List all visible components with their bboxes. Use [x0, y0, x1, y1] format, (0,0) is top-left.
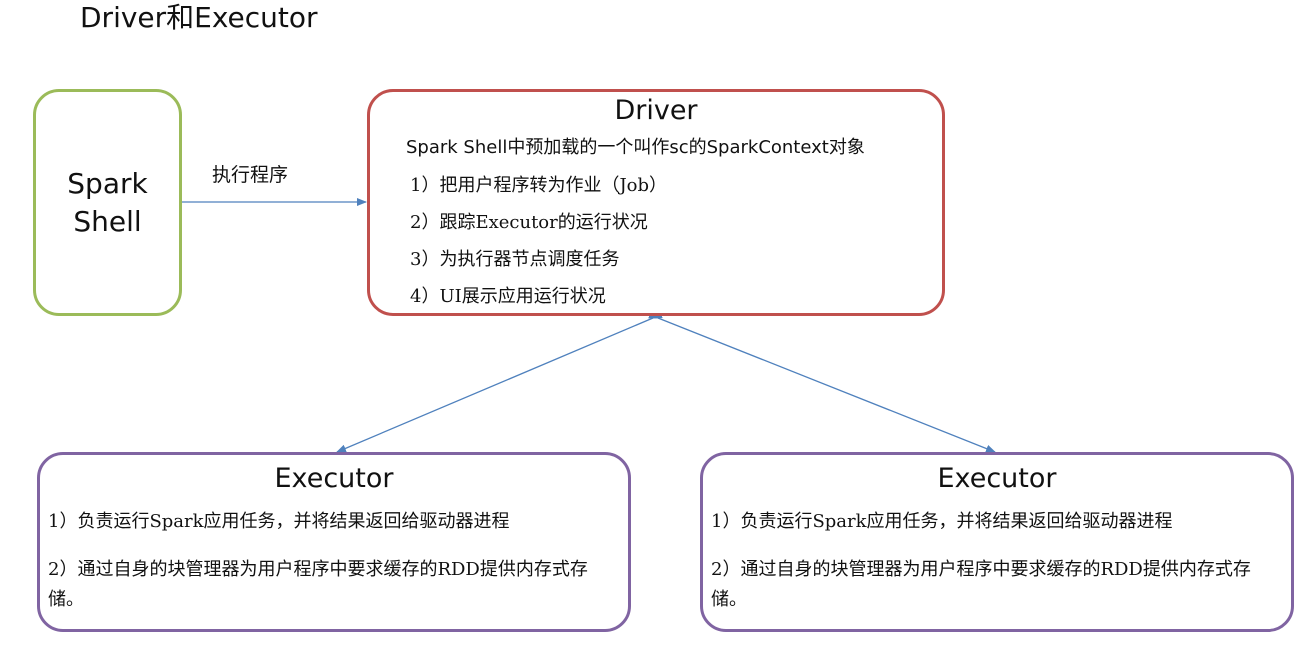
executor-item: 2）通过自身的块管理器为用户程序中要求缓存的RDD提供内存式存储。 [711, 559, 1251, 610]
driver-subtitle: Spark Shell中预加载的一个叫作sc的SparkContext对象 [406, 137, 865, 158]
executor-item: 1）负责运行Spark应用任务，并将结果返回给驱动器进程 [711, 511, 1173, 532]
arrow-label-execute: 执行程序 [212, 164, 289, 186]
executor-responsibilities: 1）负责运行Spark应用任务，并将结果返回给驱动器进程 2）通过自身的块管理器… [48, 507, 608, 633]
executor-title: Executor [274, 463, 394, 494]
driver-item: 2）跟踪Executor的运行状况 [410, 212, 648, 233]
driver-item: 1）把用户程序转为作业（Job） [410, 175, 668, 196]
driver-box: Driver Spark Shell中预加载的一个叫作sc的SparkConte… [367, 89, 945, 316]
page-title: Driver和Executor [80, 1, 318, 34]
executor-item: 2）通过自身的块管理器为用户程序中要求缓存的RDD提供内存式存储。 [48, 559, 588, 610]
spark-shell-box: Spark Shell [33, 89, 182, 316]
driver-item: 3）为执行器节点调度任务 [410, 249, 620, 270]
executor-responsibilities: 1）负责运行Spark应用任务，并将结果返回给驱动器进程 2）通过自身的块管理器… [711, 507, 1271, 633]
driver-responsibilities: 1）把用户程序转为作业（Job） 2）跟踪Executor的运行状况 3）为执行… [410, 173, 667, 321]
driver-item: 4）UI展示应用运行状况 [410, 286, 606, 307]
executor-title: Executor [937, 463, 1057, 494]
arrow-driver-executor-right [648, 310, 996, 453]
executor-box-left: Executor 1）负责运行Spark应用任务，并将结果返回给驱动器进程 2）… [37, 452, 631, 632]
spark-shell-label: Spark Shell [67, 166, 148, 238]
driver-title: Driver [614, 95, 698, 126]
executor-item: 1）负责运行Spark应用任务，并将结果返回给驱动器进程 [48, 511, 510, 532]
executor-box-right: Executor 1）负责运行Spark应用任务，并将结果返回给驱动器进程 2）… [700, 452, 1294, 632]
arrow-driver-executor-left [336, 310, 663, 453]
